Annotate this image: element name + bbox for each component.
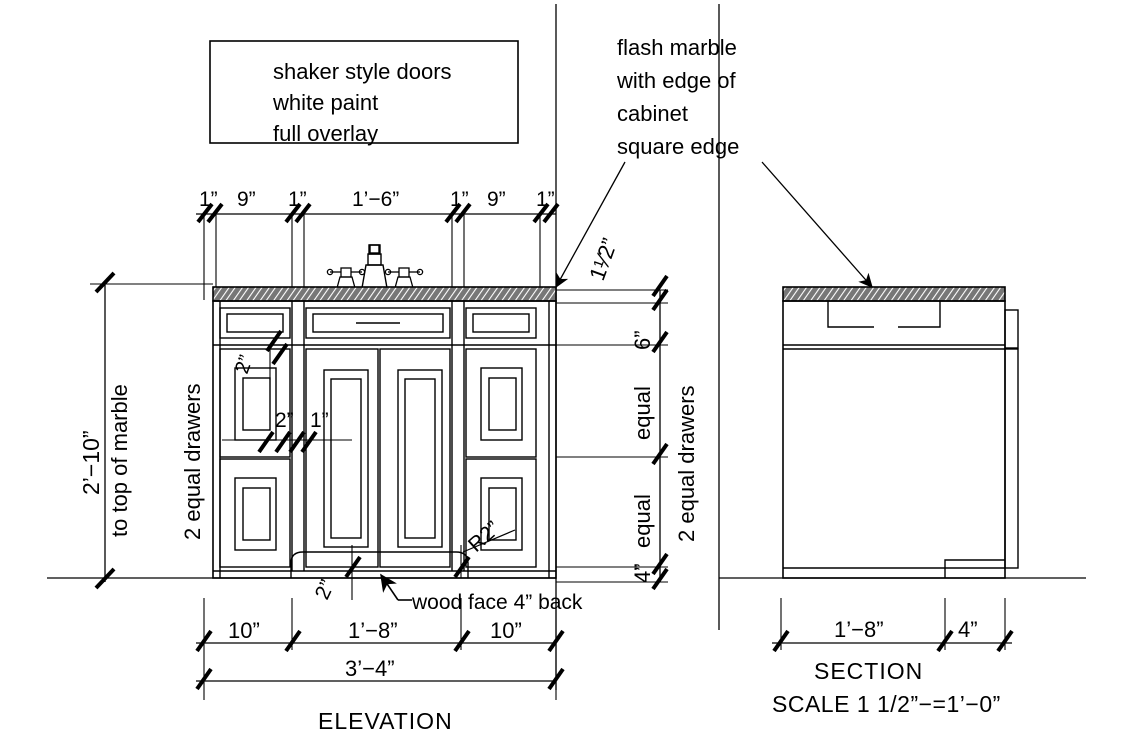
top-dim-4: 1” <box>450 188 469 211</box>
section-dim-1: 4” <box>958 617 978 642</box>
section-dimension-chain: 1’−8” 4” <box>772 598 1014 653</box>
left-drawer-lower <box>219 458 291 568</box>
top-dim-2: 1” <box>288 188 307 211</box>
spec-line-2: white paint <box>272 90 378 115</box>
marble-note-line-4: square edge <box>617 134 739 159</box>
right-dim-3: equal <box>630 494 655 548</box>
marble-callout-note: flash marble with edge of cabinet square… <box>616 35 739 159</box>
right-dim-1-half-inch: 1¹⁄2” <box>584 235 622 284</box>
radius-note-label: R2” <box>464 517 505 557</box>
bottom-dim-2: 10” <box>490 618 522 643</box>
spec-line-1: shaker style doors <box>273 59 452 84</box>
left-drawer-upper <box>219 348 291 458</box>
right-dim-2: equal <box>630 386 655 440</box>
top-dim-3: 1’−6” <box>352 188 399 211</box>
elevation-right-dimension-chain: 1¹⁄2” 6” equal equal 4” 2 equal drawers <box>556 235 699 591</box>
elevation-title: ELEVATION <box>318 708 453 734</box>
drawer-front-right-top <box>465 307 537 339</box>
spec-line-3: full overlay <box>273 121 378 146</box>
left-stack-note-label: 2 equal drawers <box>180 383 205 540</box>
top-dim-1: 9” <box>237 188 256 211</box>
left-drawer-stack <box>219 348 291 568</box>
inner-dim-stile-left: 2” <box>275 409 294 432</box>
bottom-dim-1: 1’−8” <box>348 618 398 643</box>
wood-face-label: wood face 4” back <box>411 591 583 614</box>
elevation-height-note: to top of marble <box>107 384 132 537</box>
top-drawer-row <box>219 307 537 339</box>
drawer-front-center-top <box>305 307 451 339</box>
inner-small-dimensions: 2” 2” 1” <box>222 329 352 454</box>
marble-note-line-3: cabinet <box>617 101 688 126</box>
marble-countertop-elevation <box>212 286 557 302</box>
section-dim-0: 1’−8” <box>834 617 884 642</box>
wood-face-note: wood face 4” back <box>380 573 583 614</box>
elevation-view: 1” 9” 1” 1’−6” 1” 9” 1” <box>47 188 699 734</box>
right-drawer-stack <box>465 348 537 568</box>
top-dim-6: 1” <box>536 188 555 211</box>
right-stack-note-label: 2 equal drawers <box>674 385 699 542</box>
center-door-right <box>379 348 451 568</box>
section-view: 1’−8” 4” SECTION SCALE 1 1/2”−=1’−0” <box>719 286 1086 717</box>
elevation-height-label: 2’−10” <box>78 430 104 495</box>
top-dim-0: 1” <box>199 188 218 211</box>
section-scale-label: SCALE 1 1/2”−=1’−0” <box>772 691 1001 717</box>
elevation-left-height-dimension: 2’−10” to top of marble <box>78 271 213 590</box>
toe-radius-label: 2” <box>311 576 340 603</box>
left-equal-drawers-note: 2 equal drawers <box>180 383 205 540</box>
right-dim-4: 4” <box>630 563 655 583</box>
bottom-dim-0: 10” <box>228 618 260 643</box>
marble-note-line-2: with edge of <box>616 68 737 93</box>
right-drawer-upper <box>465 348 537 458</box>
marble-leader-lines <box>555 161 873 289</box>
drawer-front-left-top <box>219 307 291 339</box>
marble-countertop-section <box>782 286 1006 302</box>
top-dim-5: 9” <box>487 188 506 211</box>
cabinet-body-section <box>782 300 1019 579</box>
center-door-left <box>305 348 379 568</box>
center-door-pair <box>305 348 451 568</box>
right-dim-0: 1¹⁄2” <box>584 235 622 284</box>
section-title: SECTION <box>814 658 923 684</box>
right-drawer-lower <box>465 458 537 568</box>
elevation-overall-width: 3’−4” <box>345 656 395 681</box>
right-dim-1: 6” <box>630 330 655 350</box>
marble-note-line-1: flash marble <box>617 35 737 60</box>
inner-dim-stile-right: 1” <box>310 409 329 432</box>
spec-note-box: shaker style doors white paint full over… <box>209 40 519 146</box>
elevation-bottom-dimension-chain: 10” 1’−8” 10” 3’−4” <box>195 598 565 700</box>
elevation-top-dimension-chain: 1” 9” 1” 1’−6” 1” 9” 1” <box>196 188 560 300</box>
faucet-assembly <box>326 244 424 289</box>
